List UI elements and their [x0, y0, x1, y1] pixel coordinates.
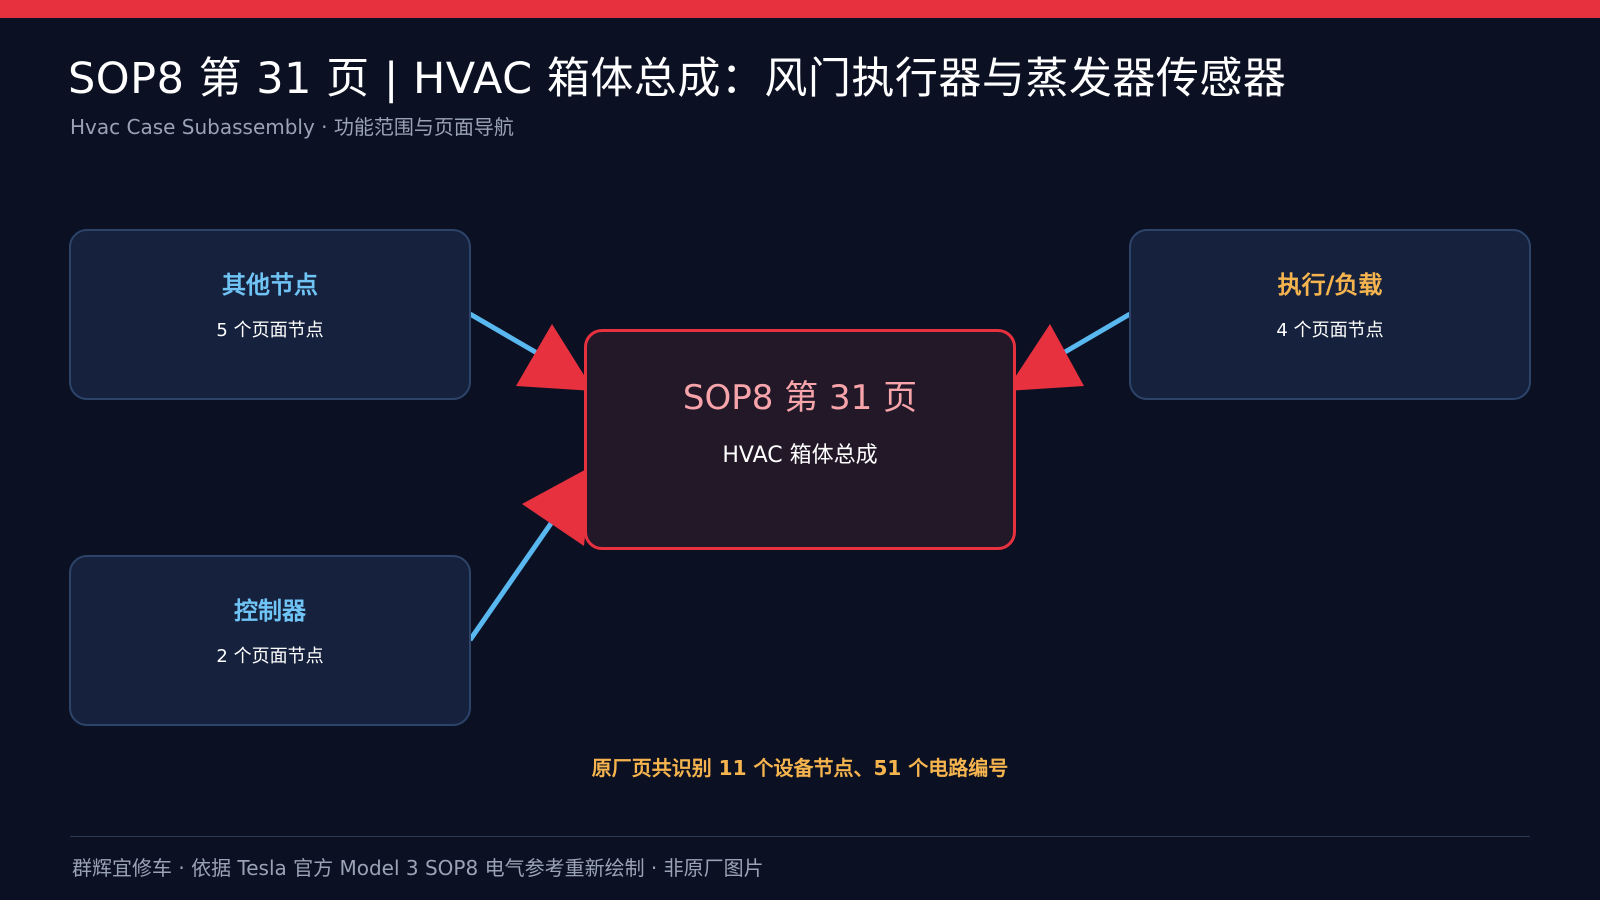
node-other[interactable]: 其他节点 5 个页面节点 — [69, 229, 471, 400]
node-actuators-count: 4 个页面节点 — [1276, 320, 1384, 341]
center-node-subtitle: HVAC 箱体总成 — [722, 443, 878, 468]
center-node-title: SOP8 第 31 页 — [682, 378, 918, 418]
node-controllers-title: 控制器 — [234, 597, 306, 625]
node-controllers-count: 2 个页面节点 — [216, 646, 324, 667]
node-other-count: 5 个页面节点 — [216, 320, 324, 341]
top-accent-bar — [0, 0, 1600, 18]
arrow-head-controllers — [522, 466, 592, 546]
page-title: SOP8 第 31 页 | HVAC 箱体总成：风门执行器与蒸发器传感器 — [68, 54, 1287, 104]
center-node-page[interactable]: SOP8 第 31 页 HVAC 箱体总成 — [584, 329, 1016, 550]
arrow-head-actuators — [1006, 324, 1084, 391]
summary-text: 原厂页共识别 11 个设备节点、51 个电路编号 — [591, 756, 1009, 780]
node-controllers[interactable]: 控制器 2 个页面节点 — [69, 555, 471, 726]
wire-controllers — [467, 520, 555, 642]
node-actuators-title: 执行/负载 — [1277, 271, 1383, 299]
wire-other-nodes — [468, 311, 539, 356]
node-actuators[interactable]: 执行/负载 4 个页面节点 — [1129, 229, 1531, 400]
arrow-head-other-nodes — [516, 324, 594, 391]
node-other-title: 其他节点 — [222, 271, 318, 299]
page-subtitle: Hvac Case Subassembly · 功能范围与页面导航 — [70, 115, 514, 139]
wire-actuators — [1063, 311, 1132, 355]
footer-text: 群辉宜修车 · 依据 Tesla 官方 Model 3 SOP8 电气参考重新绘… — [72, 856, 764, 880]
footer-divider — [70, 836, 1530, 837]
